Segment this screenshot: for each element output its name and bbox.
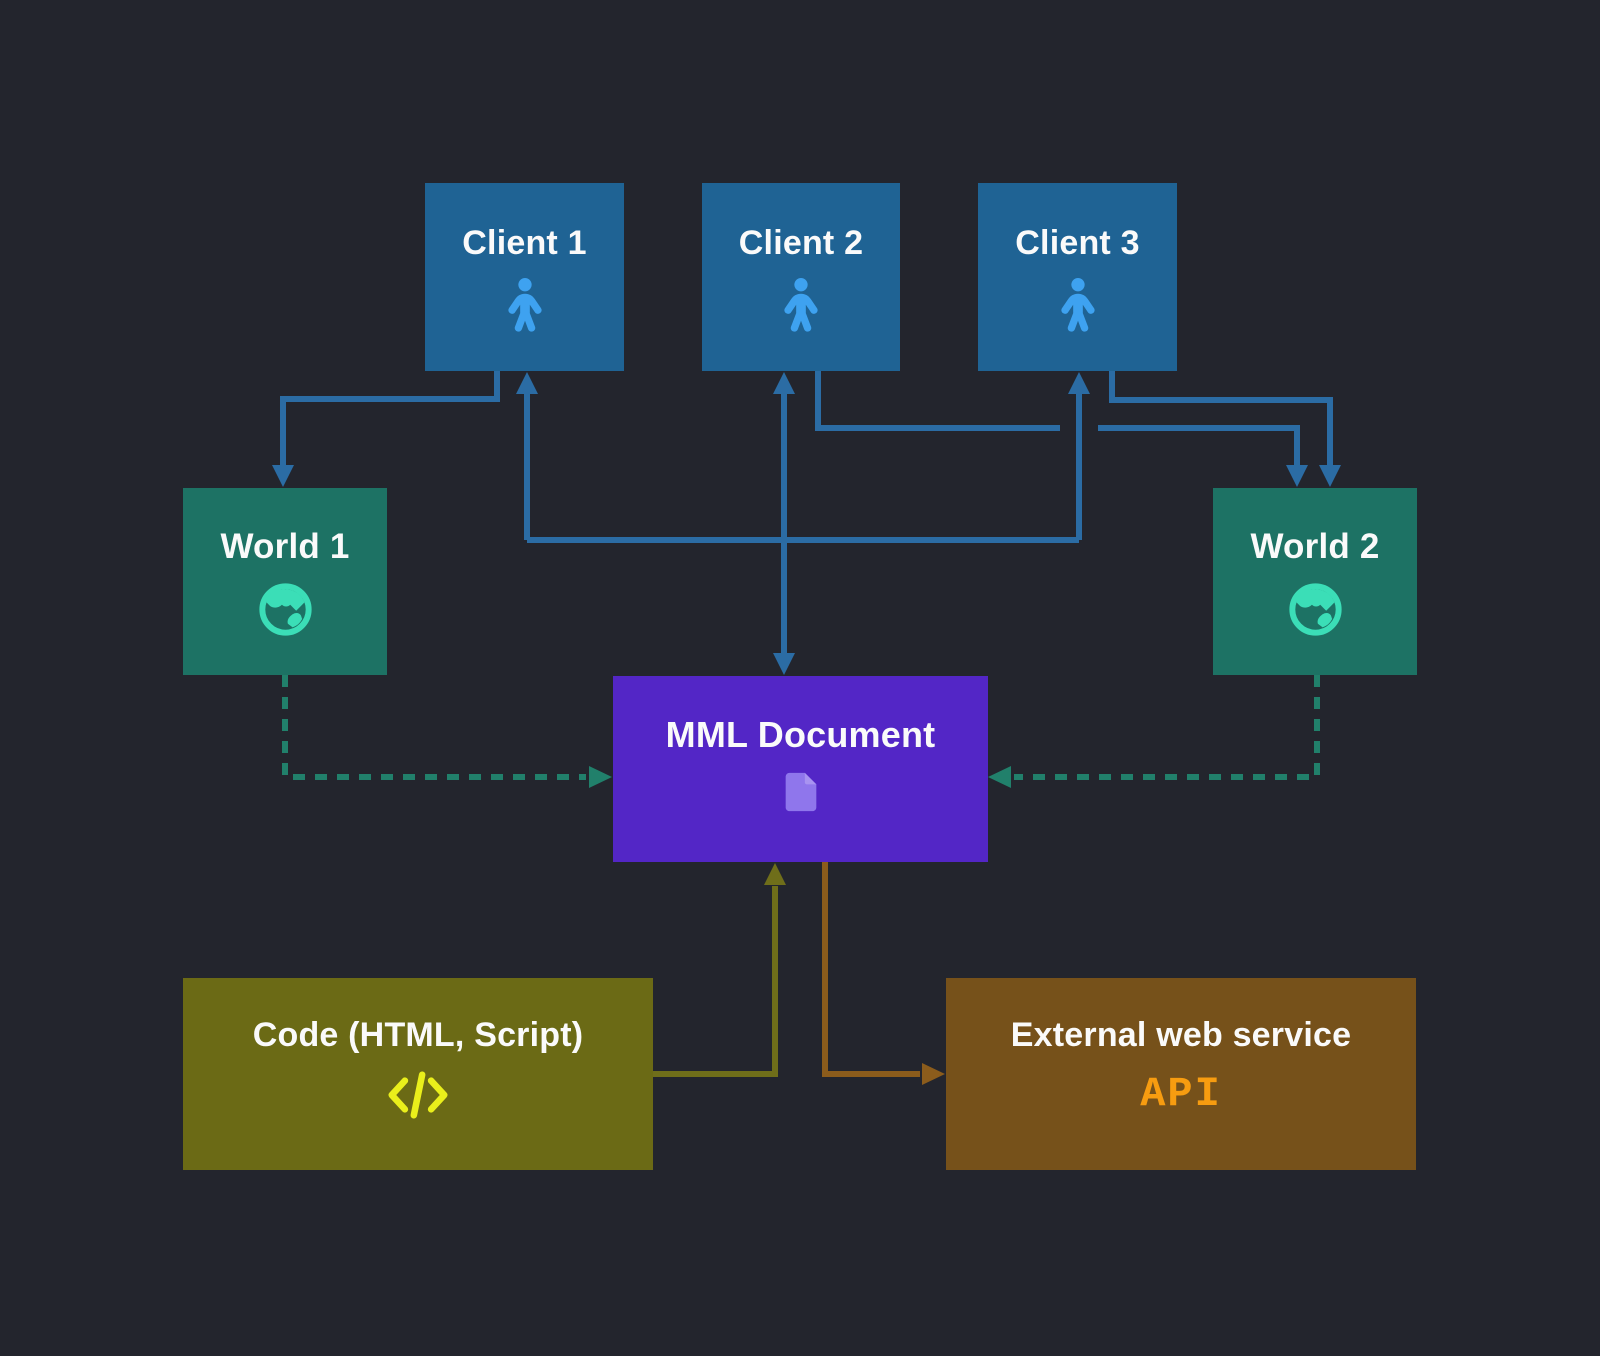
arrowhead-right xyxy=(922,1063,945,1085)
arrowhead-up xyxy=(516,372,538,394)
node-label: World 2 xyxy=(1250,527,1380,566)
arrowhead-down xyxy=(272,465,294,487)
arrowhead-down xyxy=(773,653,795,675)
edge-client2-world2 xyxy=(815,371,1308,487)
arrowhead-down xyxy=(1286,465,1308,487)
edge-client1-world1 xyxy=(272,371,500,487)
edge-code-mml xyxy=(653,863,786,1077)
arrowhead-up xyxy=(773,372,795,394)
node-world-1: World 1 xyxy=(183,488,387,675)
node-label: Client 3 xyxy=(1015,224,1140,262)
code-icon xyxy=(387,1068,449,1122)
edge-world2-mml xyxy=(988,675,1320,788)
edge-mml-external xyxy=(822,862,945,1085)
edge-mml-client2 xyxy=(773,372,795,675)
api-label: API xyxy=(1140,1070,1222,1118)
edge-mml-client1-client3 xyxy=(516,372,1090,543)
node-client-1: Client 1 xyxy=(425,183,624,371)
node-world-2: World 2 xyxy=(1213,488,1417,675)
arrowhead-right xyxy=(589,766,612,788)
person-icon xyxy=(496,275,554,333)
node-code: Code (HTML, Script) xyxy=(183,978,653,1170)
arrowhead-left xyxy=(988,766,1011,788)
node-client-3: Client 3 xyxy=(978,183,1177,371)
edge-client3-world2 xyxy=(1109,371,1341,487)
document-icon xyxy=(778,769,824,815)
arrowhead-up xyxy=(1068,372,1090,394)
node-label: Code (HTML, Script) xyxy=(252,1016,584,1054)
globe-icon xyxy=(1287,581,1344,638)
globe-icon xyxy=(257,581,314,638)
node-label: Client 1 xyxy=(462,224,587,262)
edge-world1-mml xyxy=(282,675,612,788)
person-icon xyxy=(772,275,830,333)
node-label: MML Document xyxy=(665,714,936,755)
arrowhead-up xyxy=(764,863,786,885)
person-icon xyxy=(1049,275,1107,333)
node-label: External web service xyxy=(1010,1016,1352,1054)
node-label: Client 2 xyxy=(738,224,864,262)
arrowhead-down xyxy=(1319,465,1341,487)
node-mml-document: MML Document xyxy=(613,676,988,862)
node-client-2: Client 2 xyxy=(702,183,900,371)
node-external-web-service: External web service API xyxy=(946,978,1416,1170)
node-label: World 1 xyxy=(220,527,350,566)
